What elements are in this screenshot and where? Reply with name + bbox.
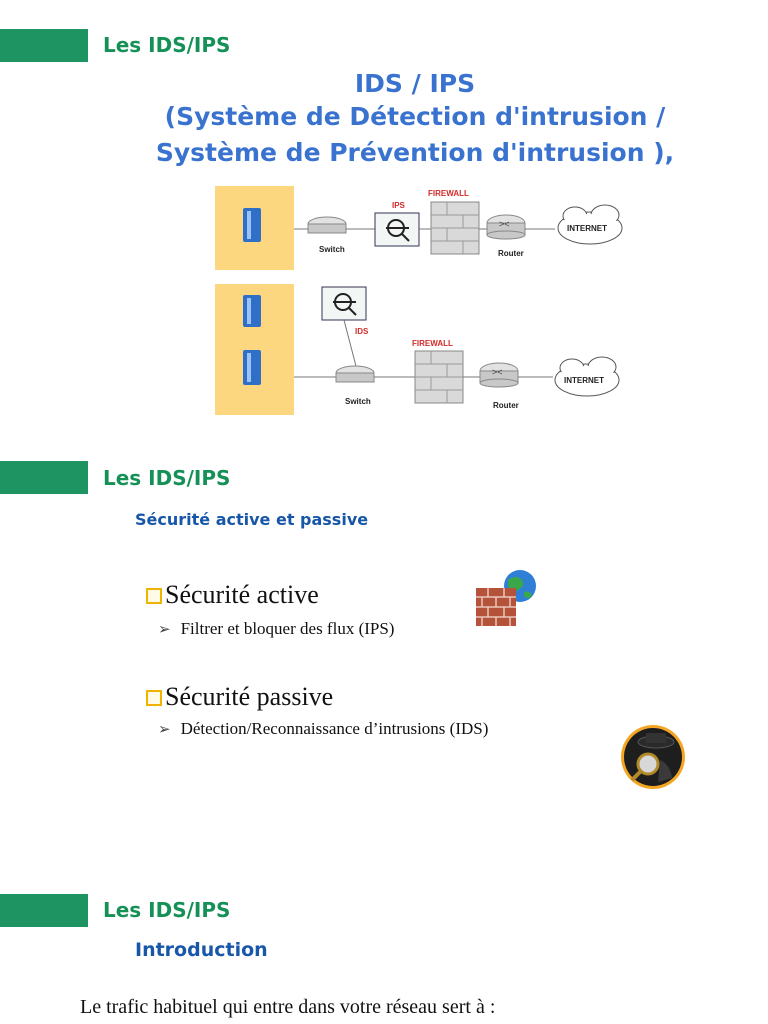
server-icon <box>243 350 261 385</box>
arrow-bullet-icon: ➢ <box>158 722 171 738</box>
active-security-item: ➢ Filtrer et bloquer des flux (IPS) <box>158 619 394 639</box>
passive-security-label: Sécurité passive <box>165 682 334 711</box>
section-marker-bar <box>0 894 88 927</box>
section-subtitle: Introduction <box>135 939 268 961</box>
ids-icon <box>321 286 367 321</box>
section-header: Les IDS/IPS <box>103 466 231 490</box>
section-marker-bar <box>0 461 88 494</box>
active-security-title: Sécurité active <box>146 580 319 610</box>
section-header: Les IDS/IPS <box>103 33 231 57</box>
ips-icon <box>374 212 420 247</box>
page-title-line-3: Système de Prévention d'intrusion ), <box>155 138 675 167</box>
page-title-line-1: IDS / IPS <box>354 69 476 98</box>
switch-label: Switch <box>345 397 371 406</box>
ids-label: IDS <box>355 327 369 336</box>
section-marker-bar <box>0 29 88 62</box>
firewall-icon <box>430 201 480 255</box>
network-diagram: Switch IPS FIREWALL >< Router INTERNET <box>215 186 623 415</box>
arrow-bullet-icon: ➢ <box>158 622 171 638</box>
passive-security-item: ➢ Détection/Reconnaissance d’intrusions (… <box>158 719 488 739</box>
firewall-label: FIREWALL <box>412 339 453 348</box>
section-header: Les IDS/IPS <box>103 898 231 922</box>
internet-label: INTERNET <box>567 224 607 233</box>
internet-cloud-icon <box>557 204 623 245</box>
switch-icon <box>307 216 347 234</box>
ips-label: IPS <box>392 201 406 210</box>
firewall-globe-icon <box>476 570 536 626</box>
server-icon <box>243 295 261 327</box>
passive-security-item-text: Détection/Reconnaissance d’intrusions (I… <box>180 719 489 738</box>
section-subtitle: Sécurité active et passive <box>135 510 369 529</box>
firewall-label: FIREWALL <box>428 189 469 198</box>
page-title-line-2: (Système de Détection d'intrusion / <box>164 102 666 131</box>
switch-label: Switch <box>319 245 345 254</box>
checkbox-bullet-icon <box>146 588 162 604</box>
switch-icon <box>335 365 375 383</box>
internet-label: INTERNET <box>564 376 604 385</box>
detective-magnifier-icon <box>621 725 685 789</box>
checkbox-bullet-icon <box>146 690 162 706</box>
svg-text:><: >< <box>499 219 510 229</box>
intro-paragraph: Le trafic habituel qui entre dans votre … <box>80 996 496 1018</box>
router-label: Router <box>493 401 519 410</box>
passive-security-title: Sécurité passive <box>146 682 333 712</box>
active-security-item-text: Filtrer et bloquer des flux (IPS) <box>180 619 395 638</box>
firewall-icon <box>414 350 464 404</box>
server-icon <box>243 208 261 242</box>
svg-text:><: >< <box>492 367 503 377</box>
router-icon: >< <box>486 214 526 240</box>
router-icon: >< <box>479 362 519 388</box>
internet-cloud-icon <box>554 356 620 397</box>
router-label: Router <box>498 249 524 258</box>
active-security-label: Sécurité active <box>165 580 319 609</box>
